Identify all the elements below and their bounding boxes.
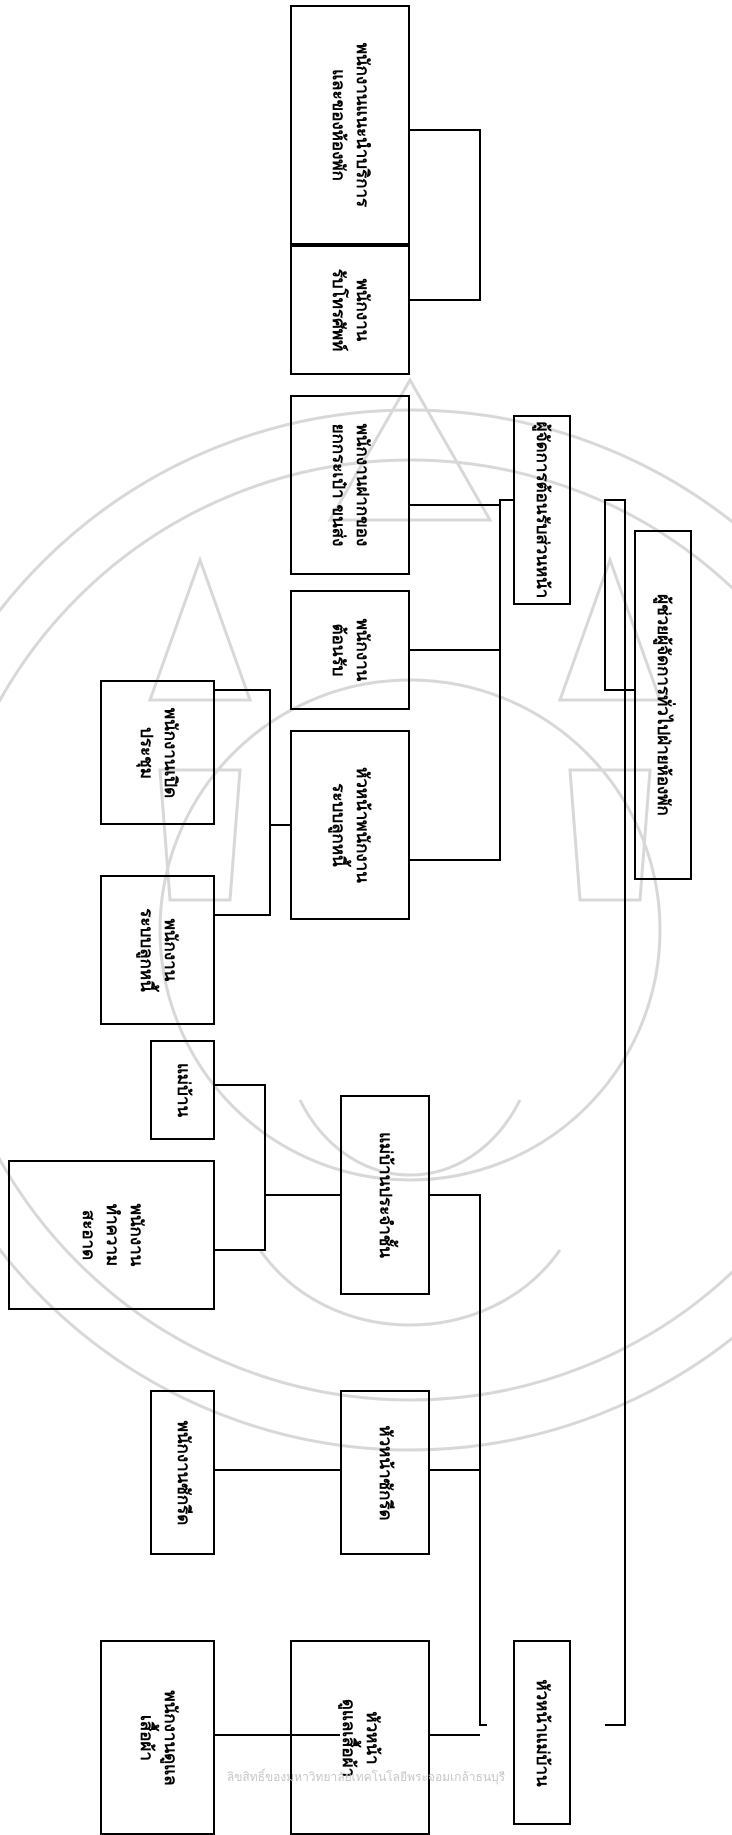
telephone-label-1: พนักงาน bbox=[352, 278, 372, 342]
line-root bbox=[604, 499, 634, 1726]
line-front-to-leaves bbox=[410, 499, 513, 861]
reception-staff-box: พนักงานต้อนรับ bbox=[290, 590, 410, 710]
ar-staff-label-1: พนักงาน bbox=[159, 918, 180, 982]
linen-staff-label-2: เสื้อผ้า bbox=[135, 1714, 156, 1761]
front-office-manager-label: ผู้จัดการต้อนรับส่วนหน้า bbox=[532, 421, 552, 599]
guest-relation-label-1: พนักงานแนะนำบริการ bbox=[352, 42, 372, 208]
bell-staff-box: พนักงานฝากของยกกระเป๋า ขนส่ง bbox=[290, 395, 410, 575]
copyright-footer: ลิขสิทธิ์ของมหาวิทยาลัยเทคโนโลยีพระจอมเก… bbox=[226, 1770, 506, 1784]
ar-staff-box: พนักงานระบบลูกหนี้ bbox=[100, 875, 215, 1025]
line-front-leaves bbox=[410, 129, 500, 651]
reception-label-2: ต้อนรับ bbox=[328, 623, 348, 677]
cleaner-label-1: พนักงาน bbox=[125, 1203, 146, 1267]
linen-head-label-1: หัวหน้า bbox=[362, 1710, 382, 1765]
laundry-head-label: หัวหน้าซักรีด bbox=[375, 1424, 395, 1521]
meeting-staff-label-2: ประชุม bbox=[135, 726, 156, 779]
cleaner-label-3: สะอาด bbox=[77, 1209, 98, 1261]
telephone-label-2: รับโทรศัพท์ bbox=[328, 268, 348, 352]
telephone-staff-box: พนักงานรับโทรศัพท์ bbox=[290, 245, 410, 375]
ar-staff-label-2: ระบบลูกหนี้ bbox=[135, 908, 156, 992]
reservation-head-label-2: ระบบลูกหนี้ bbox=[328, 783, 348, 867]
executive-housekeeper-box: หัวหน้าแม่บ้าน bbox=[513, 1640, 571, 1825]
bell-label-2: ยกกระเป๋า ขนส่ง bbox=[328, 423, 348, 547]
floor-supervisor-box: แม่บ้านประจำชั้น bbox=[340, 1095, 430, 1295]
maid-box: แม่บ้าน bbox=[150, 1040, 215, 1140]
maid-label: แม่บ้าน bbox=[172, 1062, 193, 1118]
line-housekeeping bbox=[430, 1194, 487, 1736]
asst-gm-rooms-box: ผู้ช่วยผู้จัดการทั่วไปฝ่ายห้องพัก bbox=[634, 530, 692, 880]
guest-relation-label-2: และของห้องพัก bbox=[328, 69, 348, 181]
reservation-head-label-1: หัวหน้าพนักงาน bbox=[352, 767, 372, 883]
front-office-manager-box: ผู้จัดการต้อนรับส่วนหน้า bbox=[513, 415, 571, 605]
line-reservation-sub bbox=[215, 689, 290, 916]
meeting-staff-box: พนักงานเปิดประชุม bbox=[100, 680, 215, 825]
reservation-head-box: หัวหน้าพนักงานระบบลูกหนี้ bbox=[290, 730, 410, 920]
laundry-staff-box: พนักงานซักรีด bbox=[150, 1390, 215, 1555]
guest-relation-staff-box: พนักงานแนะนำบริการและของห้องพัก bbox=[290, 5, 410, 245]
connector-lines bbox=[215, 129, 634, 1736]
asst-gm-rooms-label: ผู้ช่วยผู้จัดการทั่วไปฝ่ายห้องพัก bbox=[653, 594, 673, 816]
cleaner-box: พนักงานทำความสะอาด bbox=[8, 1160, 215, 1310]
floor-supervisor-label: แม่บ้านประจำชั้น bbox=[375, 1132, 395, 1258]
cleaner-label-2: ทำความ bbox=[101, 1203, 122, 1267]
linen-staff-box: พนักงานดูแลเสื้อผ้า bbox=[100, 1640, 215, 1835]
meeting-staff-label-1: พนักงานเปิด bbox=[159, 707, 180, 798]
bell-label-1: พนักงานฝากของ bbox=[352, 423, 372, 547]
linen-head-box: หัวหน้าดูแลเสื้อผ้า bbox=[290, 1640, 430, 1835]
linen-head-label-2: ดูแลเสื้อผ้า bbox=[338, 1698, 358, 1777]
line-supervisor bbox=[215, 1084, 340, 1251]
laundry-staff-label: พนักงานซักรีด bbox=[172, 1420, 193, 1525]
laundry-head-box: หัวหน้าซักรีด bbox=[340, 1390, 430, 1555]
reception-label-1: พนักงาน bbox=[352, 618, 372, 682]
